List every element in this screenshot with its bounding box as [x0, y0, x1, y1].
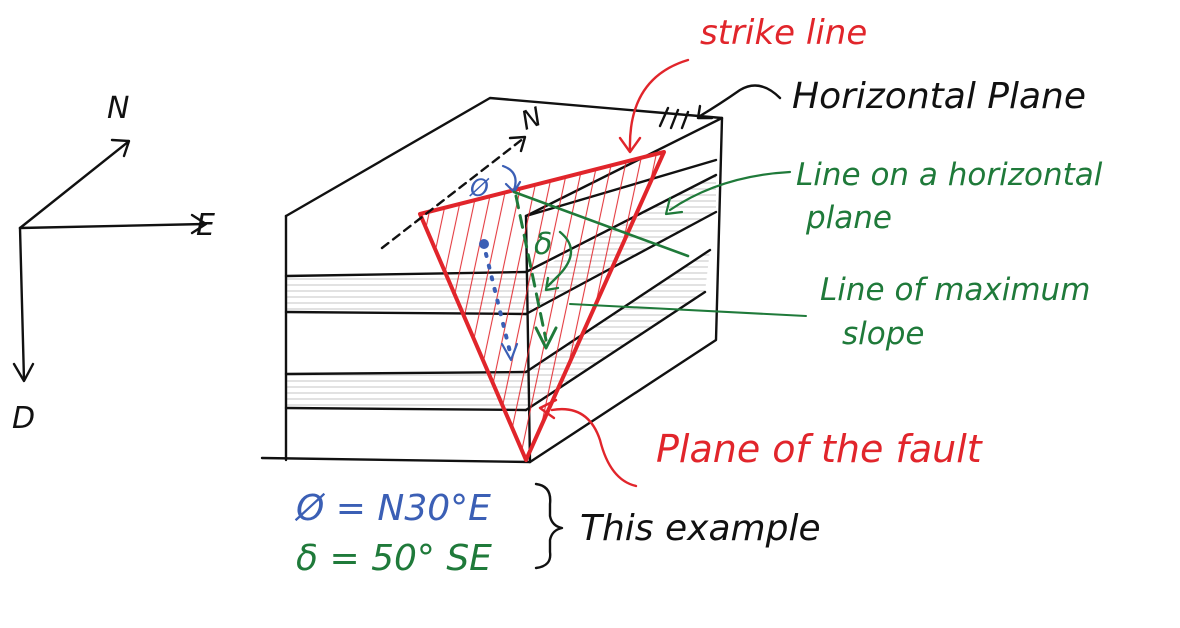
max-slope-arrowhead — [534, 326, 558, 350]
compass-down-label: D — [12, 401, 35, 436]
strike-dashed-line — [380, 136, 526, 250]
dip-start-dot — [479, 239, 489, 249]
fault-plane-label: Plane of the fault — [656, 427, 984, 471]
block-side-edge — [528, 116, 724, 464]
line-on-horizontal-label-2: plane — [805, 200, 892, 236]
dip-direction-arrowhead — [500, 342, 519, 362]
horizontal-plane-leader — [698, 84, 782, 118]
horizontal-line-leader-head — [664, 196, 684, 216]
horizontal-line-green — [512, 190, 690, 258]
strike-angle-symbol: Ø — [469, 174, 490, 202]
down-axis — [18, 226, 26, 382]
example-brace — [534, 482, 564, 570]
strike-arrowhead — [508, 135, 527, 153]
block-front-edge-bottom — [260, 456, 532, 464]
dip-angle-arc-head — [544, 276, 560, 292]
strike-line-leader-head — [618, 136, 642, 154]
block-north-label: N — [517, 102, 546, 137]
compass-north-label: N — [107, 91, 129, 126]
dip-angle-symbol: δ — [534, 227, 552, 262]
north-axis — [18, 140, 130, 230]
compass: N E D — [12, 91, 215, 436]
horizontal-plane-label: Horizontal Plane — [792, 76, 1086, 117]
max-slope-dashed — [514, 194, 548, 342]
text-labels: strike line Horizontal Plane Line on a h… — [656, 13, 1103, 471]
front-layer-line — [284, 370, 528, 376]
fault-plane-fill — [420, 152, 664, 460]
fault-plane-leader — [550, 407, 638, 488]
north-arrowhead — [110, 138, 131, 158]
compass-east-label: E — [196, 208, 215, 243]
east-arrowhead — [190, 213, 208, 235]
dip-value: δ = 50° SE — [296, 538, 492, 579]
max-slope-label-2: slope — [842, 316, 924, 352]
dip-angle-arc — [546, 230, 573, 288]
example-caption: This example — [580, 508, 821, 549]
strike-angle: Ø — [469, 164, 522, 362]
plane-hatch-mark — [658, 106, 690, 130]
max-slope-leader — [569, 303, 807, 317]
dip-angle: δ — [512, 190, 690, 350]
line-on-horizontal-label: Line on a horizontal — [796, 157, 1103, 193]
example: Ø = N30°E δ = 50° SE This example — [294, 482, 821, 579]
horizontal-plane-leader-head — [696, 104, 714, 120]
strike-angle-arc — [501, 164, 517, 192]
east-axis — [18, 222, 207, 230]
horizontal-line-leader — [668, 170, 792, 212]
max-slope-label: Line of maximum — [820, 272, 1090, 308]
strike-line-leader — [628, 58, 690, 152]
down-arrowhead — [12, 362, 35, 383]
dip-direction-dotted — [484, 252, 512, 354]
fault-plane-leader-head — [538, 398, 558, 420]
front-layer-band — [286, 374, 526, 408]
strike-value: Ø = N30°E — [294, 488, 491, 529]
side-layer-band — [526, 250, 710, 408]
leaders — [538, 58, 807, 488]
front-layer-line — [284, 406, 528, 412]
strike-line-label: strike line — [700, 13, 867, 53]
